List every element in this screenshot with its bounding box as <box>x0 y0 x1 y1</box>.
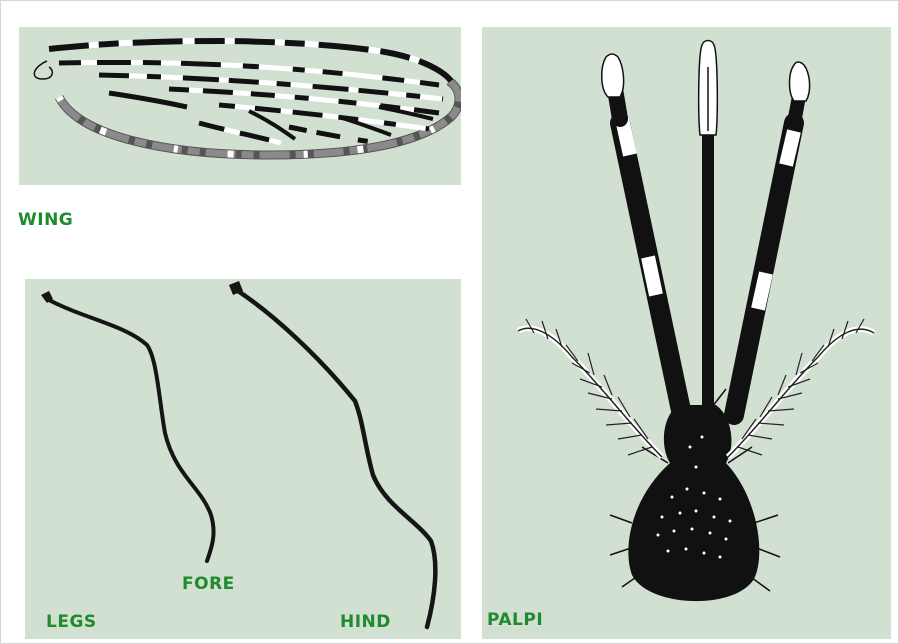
wing-illustration <box>19 27 461 185</box>
palpi-illustration <box>482 27 891 639</box>
hind-label: HIND <box>340 612 391 632</box>
palpi-label: PALPI <box>487 610 543 630</box>
head <box>628 405 759 601</box>
palpi-panel <box>482 27 891 639</box>
wing-panel <box>19 27 461 185</box>
legs-illustration <box>25 279 461 639</box>
legs-panel <box>25 279 461 639</box>
hind-leg <box>235 289 435 627</box>
fore-leg <box>47 299 214 561</box>
wing-label: WING <box>18 210 73 230</box>
legs-label: LEGS <box>46 612 97 632</box>
fore-label: FORE <box>182 574 235 594</box>
